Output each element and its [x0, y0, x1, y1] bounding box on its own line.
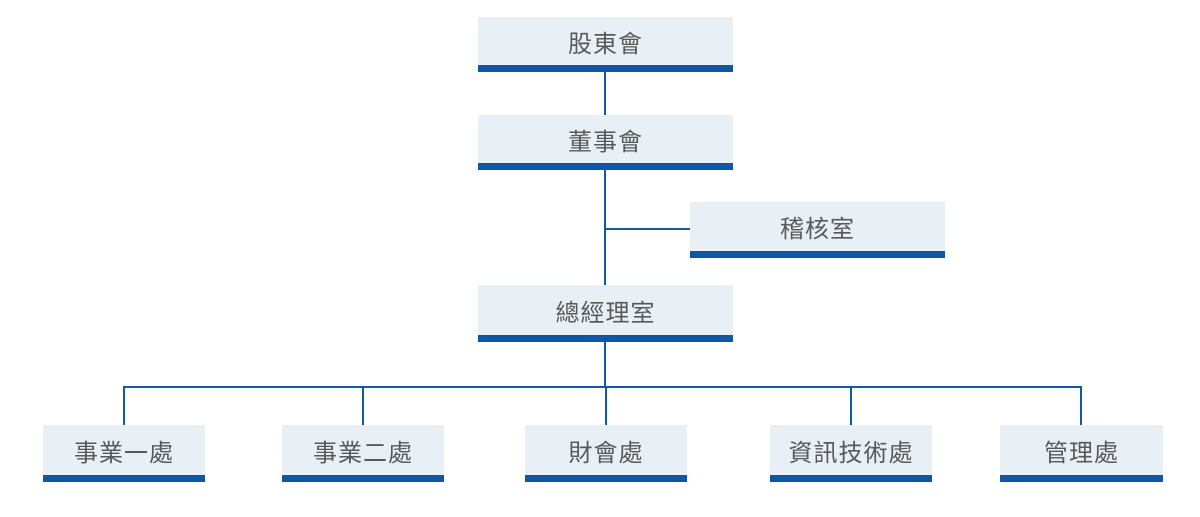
node-audit-office: 稽核室	[690, 202, 945, 258]
node-information-technology-division: 資訊技術處	[770, 425, 932, 482]
node-administration-division: 管理處	[1000, 425, 1163, 482]
node-shareholders-meeting: 股東會	[478, 17, 733, 72]
connector-drop-finance-accounting-division	[605, 387, 607, 425]
connector-drop-information-technology-division	[850, 387, 852, 425]
node-board-of-directors: 董事會	[478, 115, 733, 170]
node-finance-accounting-division: 財會處	[525, 425, 687, 482]
connector-drop-business-division-1	[123, 387, 125, 425]
node-business-division-1: 事業一處	[43, 425, 205, 482]
node-general-manager-office: 總經理室	[478, 285, 733, 342]
connector-shareholders-to-board	[604, 72, 606, 115]
connector-drop-administration-division	[1080, 387, 1082, 425]
connector-board-to-gm-office	[604, 170, 606, 285]
node-business-division-2: 事業二處	[282, 425, 444, 482]
connector-gm-office-to-divisions	[604, 342, 606, 387]
connector-branch-to-audit-office	[605, 228, 690, 230]
connector-drop-business-division-2	[362, 387, 364, 425]
connector-divisions-horizontal	[123, 386, 1082, 388]
